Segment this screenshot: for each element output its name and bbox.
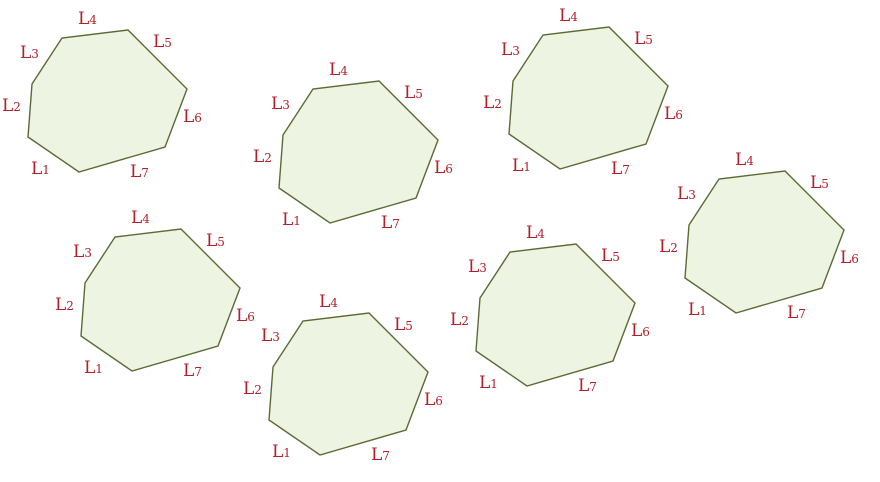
heptagon-shape	[508, 26, 669, 170]
side-label-l6: L6	[840, 248, 859, 268]
side-label-l7: L7	[371, 445, 390, 465]
side-label-l5: L5	[810, 173, 829, 193]
side-label-l3: L3	[271, 94, 290, 114]
side-label-l4: L4	[131, 208, 150, 228]
side-label-l4: L4	[559, 6, 578, 26]
side-label-l1: L1	[31, 159, 50, 179]
side-label-l3: L3	[73, 242, 92, 262]
heptagon-shape	[268, 312, 429, 456]
side-label-l4: L4	[329, 60, 348, 80]
side-label-l2: L2	[659, 237, 678, 257]
side-label-l1: L1	[512, 156, 531, 176]
side-label-l5: L5	[153, 32, 172, 52]
heptagon-shape	[278, 80, 439, 224]
side-label-l2: L2	[253, 147, 272, 167]
side-label-l7: L7	[787, 303, 806, 323]
side-label-l2: L2	[243, 379, 262, 399]
heptagon-shape	[684, 170, 845, 314]
side-label-l7: L7	[611, 159, 630, 179]
side-label-l4: L4	[526, 223, 545, 243]
side-label-l6: L6	[631, 321, 650, 341]
side-label-l1: L1	[272, 442, 291, 462]
side-label-l1: L1	[84, 358, 103, 378]
side-label-l6: L6	[183, 107, 202, 127]
heptagon-shape	[80, 228, 241, 372]
side-label-l6: L6	[236, 306, 255, 326]
side-label-l1: L1	[479, 373, 498, 393]
side-label-l3: L3	[20, 43, 39, 63]
side-label-l2: L2	[55, 295, 74, 315]
side-label-l2: L2	[450, 310, 469, 330]
side-label-l7: L7	[130, 162, 149, 182]
side-label-l5: L5	[394, 315, 413, 335]
side-label-l1: L1	[282, 210, 301, 230]
heptagon-shape	[475, 243, 636, 387]
side-label-l7: L7	[578, 376, 597, 396]
side-label-l3: L3	[677, 184, 696, 204]
side-label-l6: L6	[664, 104, 683, 124]
side-label-l2: L2	[483, 93, 502, 113]
side-label-l4: L4	[78, 9, 97, 29]
side-label-l7: L7	[183, 361, 202, 381]
side-label-l5: L5	[404, 83, 423, 103]
side-label-l1: L1	[688, 300, 707, 320]
side-label-l3: L3	[501, 40, 520, 60]
side-label-l2: L2	[2, 96, 21, 116]
side-label-l5: L5	[206, 231, 225, 251]
side-label-l5: L5	[634, 29, 653, 49]
side-label-l4: L4	[735, 150, 754, 170]
side-label-l6: L6	[424, 390, 443, 410]
heptagon-shape	[27, 29, 188, 173]
side-label-l4: L4	[319, 292, 338, 312]
side-label-l3: L3	[468, 257, 487, 277]
side-label-l7: L7	[381, 213, 400, 233]
side-label-l5: L5	[601, 246, 620, 266]
side-label-l3: L3	[261, 326, 280, 346]
side-label-l6: L6	[434, 158, 453, 178]
